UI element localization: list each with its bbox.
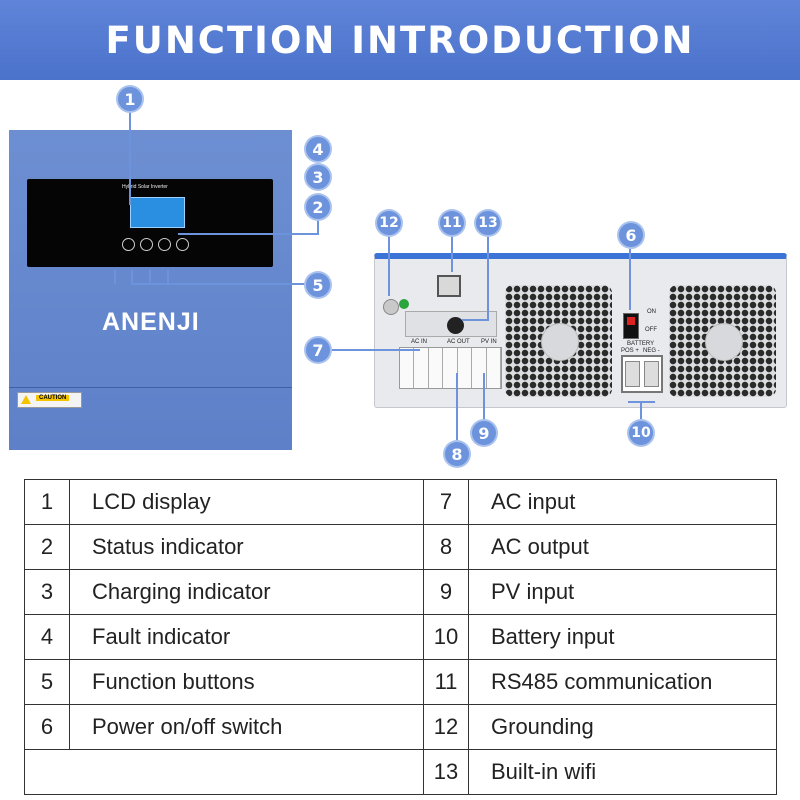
function-legend-table: 1 LCD display 7 AC input 2 Status indica… <box>24 479 777 795</box>
legend-num: 9 <box>423 569 469 615</box>
callout-13: 13 <box>476 211 500 235</box>
legend-num: 11 <box>423 659 469 705</box>
switch-off-label: OFF <box>645 327 657 333</box>
function-button <box>176 238 189 251</box>
inverter-front-view: Hybrid Solar Inverter ANENJI CAUTION <box>9 130 292 450</box>
callout-8: 8 <box>445 442 469 466</box>
switch-on-label: ON <box>647 309 656 315</box>
legend-label: Grounding <box>468 704 777 750</box>
legend-label: RS485 communication <box>468 659 777 705</box>
table-row: 5 Function buttons 11 RS485 communicatio… <box>24 659 777 705</box>
page-title: FUNCTION INTRODUCTION <box>105 18 695 62</box>
callout-3: 3 <box>306 165 330 189</box>
brand-logo: ANENJI <box>102 308 200 337</box>
legend-label: Built-in wifi <box>468 749 777 795</box>
inverter-back-view: AC IN AC OUT PV IN ON OFF BATTERY POS + … <box>374 253 787 408</box>
front-display-panel: Hybrid Solar Inverter <box>27 179 273 267</box>
legend-num: 10 <box>423 614 469 660</box>
legend-label: Status indicator <box>69 524 424 570</box>
legend-num: 3 <box>24 569 70 615</box>
legend-label: AC output <box>468 524 777 570</box>
caution-label: CAUTION <box>36 395 70 401</box>
battery-label: BATTERY <box>627 341 655 347</box>
callout-11: 11 <box>440 211 464 235</box>
function-button <box>140 238 153 251</box>
legend-label: Fault indicator <box>69 614 424 660</box>
callout-7: 7 <box>306 338 330 362</box>
legend-label: Battery input <box>468 614 777 660</box>
grounding-screw-icon <box>383 299 399 315</box>
legend-label: PV input <box>468 569 777 615</box>
legend-num: 2 <box>24 524 70 570</box>
callout-5: 5 <box>306 273 330 297</box>
panel-divider <box>9 387 292 388</box>
legend-label: AC input <box>468 479 777 525</box>
wifi-sticker-icon <box>399 299 409 309</box>
lcd-display <box>130 197 185 228</box>
callout-9: 9 <box>472 421 496 445</box>
empty-cell <box>24 749 424 795</box>
callout-1: 1 <box>118 87 142 111</box>
ac-in-label: AC IN <box>411 339 428 345</box>
callout-10: 10 <box>629 421 653 445</box>
rs485-port <box>437 275 461 297</box>
legend-label: Charging indicator <box>69 569 424 615</box>
warning-triangle-icon <box>21 395 31 404</box>
callout-2: 2 <box>306 195 330 219</box>
legend-num: 8 <box>423 524 469 570</box>
callout-12: 12 <box>377 211 401 235</box>
legend-num: 12 <box>423 704 469 750</box>
legend-num: 5 <box>24 659 70 705</box>
legend-label: LCD display <box>69 479 424 525</box>
function-button <box>158 238 171 251</box>
battery-pos-label: POS + <box>621 348 639 354</box>
breaker-knob-icon <box>447 317 464 334</box>
power-switch <box>623 313 639 339</box>
ac-out-label: AC OUT <box>447 339 470 345</box>
function-button <box>122 238 135 251</box>
legend-num: 4 <box>24 614 70 660</box>
lcd-title: Hybrid Solar Inverter <box>122 184 168 190</box>
table-row: 3 Charging indicator 9 PV input <box>24 569 777 615</box>
battery-neg-label: NEG - <box>643 348 660 354</box>
legend-label: Power on/off switch <box>69 704 424 750</box>
cooling-fan-left <box>505 285 612 397</box>
cooling-fan-right <box>669 285 776 397</box>
legend-num: 13 <box>423 749 469 795</box>
callout-4: 4 <box>306 137 330 161</box>
title-banner: FUNCTION INTRODUCTION <box>0 0 800 80</box>
legend-label: Function buttons <box>69 659 424 705</box>
table-row: 13 Built-in wifi <box>24 749 777 795</box>
table-row: 6 Power on/off switch 12 Grounding <box>24 704 777 750</box>
legend-num: 6 <box>24 704 70 750</box>
table-row: 4 Fault indicator 10 Battery input <box>24 614 777 660</box>
table-row: 2 Status indicator 8 AC output <box>24 524 777 570</box>
battery-terminal <box>621 355 663 393</box>
legend-num: 7 <box>423 479 469 525</box>
brand-text: ANENJI <box>102 308 200 336</box>
caution-sticker: CAUTION <box>17 392 82 408</box>
table-row: 1 LCD display 7 AC input <box>24 479 777 525</box>
pv-in-label: PV IN <box>481 339 497 345</box>
callout-6: 6 <box>619 223 643 247</box>
legend-num: 1 <box>24 479 70 525</box>
